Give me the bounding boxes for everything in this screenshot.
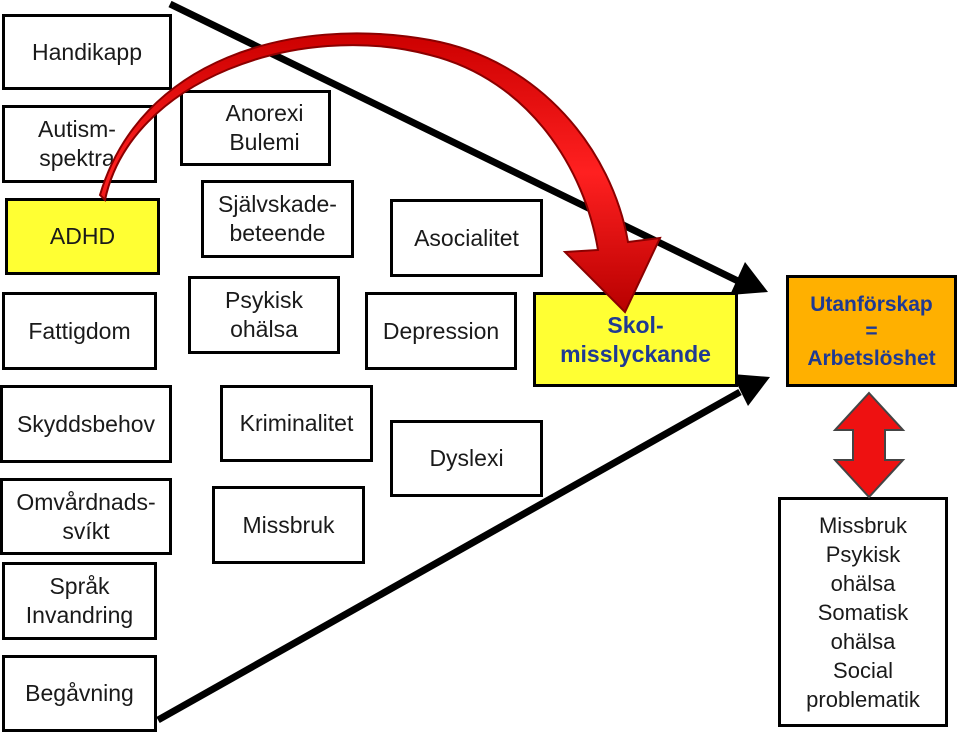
label-asocialitet: Asocialitet: [414, 224, 519, 251]
label-anorexi-bulemi: Anorexi Bulemi: [225, 100, 304, 155]
double-headed-red-arrow: [832, 391, 906, 499]
box-dyslexi: Dyslexi: [390, 420, 543, 497]
box-skyddsbehov: Skyddsbehov: [0, 385, 172, 463]
label-fattigdom: Fattigdom: [28, 317, 131, 344]
label-psykisk-ohalsa: Psykisk ohälsa: [225, 287, 303, 342]
converging-arrowhead-bottom: [732, 374, 770, 406]
box-handikapp: Handikapp: [2, 14, 172, 90]
label-kriminalitet: Kriminalitet: [239, 410, 354, 436]
box-skolmisslyckande: Skol- misslyckande: [533, 292, 738, 387]
box-sprak-invandring: Språk Invandring: [2, 562, 157, 640]
box-begavning: Begåvning: [2, 655, 157, 732]
label-adhd: ADHD: [49, 223, 116, 249]
box-psykisk-ohalsa: Psykisk ohälsa: [188, 276, 340, 354]
label-depression: Depression: [382, 317, 500, 344]
box-asocialitet: Asocialitet: [390, 199, 543, 277]
box-autism: Autism- spektra: [2, 105, 157, 183]
label-dyslexi: Dyslexi: [429, 445, 504, 471]
label-skyddsbehov: Skyddsbehov: [16, 410, 156, 437]
box-missbruk: Missbruk: [212, 486, 365, 564]
box-omvardnadssvikt: Omvårdnads- svíkt: [0, 478, 172, 555]
box-depression: Depression: [365, 292, 517, 370]
label-sjalvskadebeteende: Självskade- beteende: [218, 191, 337, 246]
box-fattigdom: Fattigdom: [2, 292, 157, 370]
box-adhd: ADHD: [5, 198, 160, 275]
converging-arrowhead-top: [730, 262, 768, 295]
label-missbruk: Missbruk: [242, 511, 335, 538]
label-sprak-invandring: Språk Invandring: [25, 573, 134, 628]
label-autism: Autism- spektra: [38, 116, 116, 171]
box-kriminalitet: Kriminalitet: [220, 385, 373, 462]
box-sjalvskadebeteende: Självskade- beteende: [201, 180, 354, 258]
converging-line-bottom: [156, 388, 742, 724]
box-anorexi-bulemi: Anorexi Bulemi: [180, 90, 331, 166]
label-omvardnadssvikt: Omvårdnads- svíkt: [16, 488, 156, 544]
label-begavning: Begåvning: [25, 680, 134, 706]
box-consequences: Missbruk Psykisk ohälsa Somatisk ohälsa …: [778, 497, 948, 727]
box-utanforskap: Utanförskap = Arbetslöshet: [786, 275, 957, 387]
label-handikapp: Handikapp: [32, 38, 142, 65]
label-utanforskap: Utanförskap = Arbetslöshet: [807, 292, 936, 370]
curved-red-arrow: [98, 32, 662, 314]
label-consequences: Missbruk Psykisk ohälsa Somatisk ohälsa …: [806, 512, 920, 712]
label-skolmisslyckande: Skol- misslyckande: [560, 311, 711, 367]
